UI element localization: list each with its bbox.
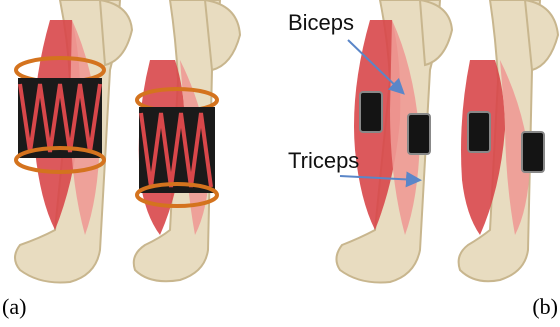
joint-bone [525,0,558,70]
joint-bone [205,0,240,70]
panel-a-label: (a) [2,294,26,320]
electrode-pad [408,114,430,154]
electrode-pad [360,92,382,132]
electrode-pad [468,112,490,152]
joint-bone [100,0,132,65]
arm-left-b [336,0,452,283]
biceps-label: Biceps [288,12,354,34]
electrode-pad [522,132,544,172]
panel-b-label: (b) [532,294,558,320]
panel-a-coil-sensor [0,0,280,300]
joint-bone [420,0,452,65]
triceps-label: Triceps [288,150,359,172]
panel-a-illustration [0,0,280,300]
